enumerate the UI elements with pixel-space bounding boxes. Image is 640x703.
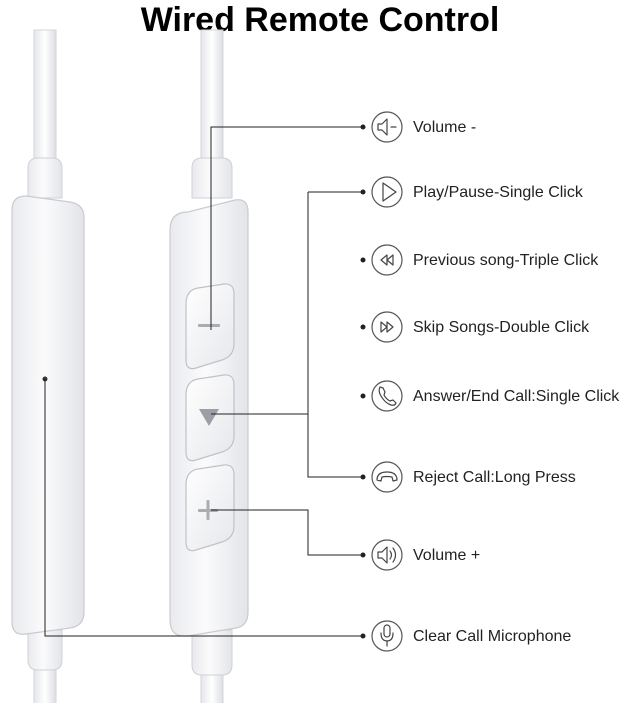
callout-label-previous-song: Previous song-Triple Click [413,252,599,269]
bullet-dot [360,124,366,130]
previous-icon [380,254,394,266]
remote-back [11,29,85,703]
bullet-dot [360,552,366,558]
reject-call-icon [376,471,398,482]
microphone-icon [380,624,394,647]
cable-top-right [200,29,224,171]
callout-label-microphone: Clear Call Microphone [413,628,572,645]
bullet-dots [360,124,366,639]
skip-icon [380,321,394,333]
callout-label-skip-songs: Skip Songs-Double Click [413,319,590,336]
plus-glyph-v [206,500,210,520]
phone-icon [378,386,397,406]
remote-front [169,29,249,703]
cable-top-left [33,29,57,171]
page-title: Wired Remote Control [140,1,500,39]
bullet-dot [360,393,366,399]
bullet-dot [360,189,366,195]
leader-reject [307,414,362,478]
volume-plus-button[interactable] [185,464,235,552]
leader-lines [44,126,362,637]
minus-glyph [198,324,220,327]
remote-body-back [11,195,85,635]
callout-label-reject-call: Reject Call:Long Press [413,469,576,486]
callout-label-answer-end-call: Answer/End Call:Single Click [413,388,620,405]
leader-microphone [44,379,362,637]
leader-volume-plus [211,509,362,556]
bullet-dot [360,324,366,330]
collar-bottom-left [27,629,63,671]
collar-top-right [191,157,233,199]
volume-up-icon [377,546,397,564]
callout-label-volume-down: Volume - [413,119,477,136]
collar-bottom-right [191,629,233,676]
down-triangle-glyph [199,409,219,426]
callout-label-volume-up: Volume + [413,547,481,564]
bullet-dot [360,257,366,263]
leader-volume-minus [210,126,362,330]
bullet-dot [360,633,366,639]
bullet-dot [360,474,366,480]
volume-down-icon [377,118,397,136]
play-icon [382,182,397,202]
callout-label-play-pause: Play/Pause-Single Click [413,184,583,201]
collar-top-left [27,157,63,199]
